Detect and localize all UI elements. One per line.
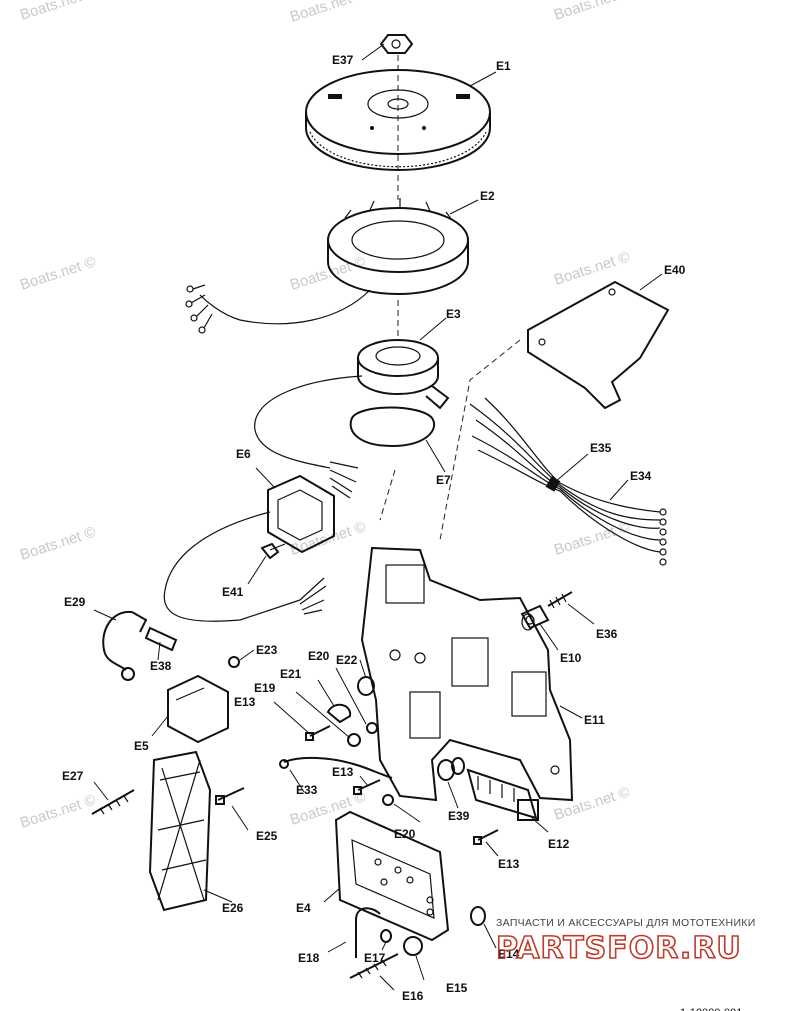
label-e29: E29 <box>64 595 86 609</box>
label-e39: E39 <box>448 809 470 823</box>
clamp-e21 <box>326 703 352 724</box>
branding-tagline: ЗАПЧАСТИ И АКСЕССУАРЫ ДЛЯ МОТОТЕХНИКИ <box>496 917 756 929</box>
switch-box-e4 <box>334 810 450 942</box>
label-e11: E11 <box>584 713 605 727</box>
label-e18: E18 <box>298 951 320 965</box>
watermark-text: Boats.net © <box>552 0 632 24</box>
label-e1: E1 <box>496 59 511 73</box>
spark-plug-lead-e29 <box>102 610 148 681</box>
label-e20: E20 <box>308 649 330 663</box>
grommet-e15 <box>403 936 423 956</box>
partsfor-branding: ЗАПЧАСТИ И АКСЕССУАРЫ ДЛЯ МОТОТЕХНИКИ PA… <box>495 917 756 967</box>
washer-e20 <box>366 722 378 734</box>
assembly-axis-line <box>379 55 521 541</box>
connector-e38 <box>144 626 178 652</box>
wire-e18 <box>355 907 381 958</box>
nut-e37 <box>379 34 414 54</box>
screw-e25 <box>215 787 245 805</box>
branding-logo-text: PARTSFOR.RU <box>496 931 742 966</box>
leader-lines <box>93 43 663 991</box>
label-e33: E33 <box>296 783 318 797</box>
trigger-e3 <box>254 339 450 499</box>
bolt-e41 <box>260 542 286 560</box>
bracket-e40 <box>527 280 670 410</box>
flywheel-e1 <box>305 69 491 171</box>
watermark-text: Boats.net © <box>18 0 98 24</box>
label-e27: E27 <box>62 769 84 783</box>
coil-bank-e26 <box>148 750 212 912</box>
label-e20: E20 <box>394 827 416 841</box>
watermark-text: Boats.net © <box>552 783 632 823</box>
label-e6: E6 <box>236 447 251 461</box>
label-e37: E37 <box>332 53 354 67</box>
nut-e19 <box>347 733 361 747</box>
label-e21: E21 <box>280 667 302 681</box>
label-e12: E12 <box>548 837 570 851</box>
ignition-coil-e5 <box>167 674 229 744</box>
label-e36: E36 <box>596 627 618 641</box>
label-e14: E14 <box>498 947 520 961</box>
bolt-e36 <box>547 591 573 609</box>
spacer-e10 <box>520 604 550 631</box>
label-e10: E10 <box>560 651 582 665</box>
label-e3: E3 <box>446 307 461 321</box>
label-e25: E25 <box>256 829 278 843</box>
part-labels: E37 E1 E2 E3 E40 E35 E34 E6 E7 E41 E36 E… <box>62 53 686 1003</box>
ring-e7 <box>349 406 435 448</box>
label-e2: E2 <box>480 189 495 203</box>
label-e22: E22 <box>336 653 358 667</box>
label-e26: E26 <box>222 901 244 915</box>
wire-harness-e34 <box>469 397 667 566</box>
bushing-e39 <box>437 757 465 781</box>
watermark-text: Boats.net © <box>552 518 632 558</box>
watermark-text: Boats.net © <box>288 0 368 26</box>
label-e7: E7 <box>436 473 451 487</box>
label-e40: E40 <box>664 263 686 277</box>
label-e17: E17 <box>364 951 386 965</box>
label-e13: E13 <box>234 695 256 709</box>
label-e19: E19 <box>254 681 276 695</box>
label-e13: E13 <box>498 857 520 871</box>
screw-e13 <box>353 779 381 795</box>
washer-e20 <box>382 794 394 806</box>
screw-e13 <box>473 829 499 845</box>
spacer-e14 <box>470 906 486 926</box>
watermark-text: Boats.net © <box>18 523 98 563</box>
screw-e27 <box>91 789 135 815</box>
watermarks: Boats.net © Boats.net © Boats.net © Boat… <box>18 0 632 832</box>
terminal-block-e12 <box>466 768 539 821</box>
watermark-text: Boats.net © <box>18 253 98 293</box>
stator-e2 <box>185 198 469 334</box>
label-e4: E4 <box>296 901 311 915</box>
nut-e23 <box>228 656 240 668</box>
washer-e17 <box>380 929 392 943</box>
label-e16: E16 <box>402 989 424 1003</box>
label-e35: E35 <box>590 441 612 455</box>
label-e13: E13 <box>332 765 354 779</box>
label-e38: E38 <box>150 659 172 673</box>
mounting-plate-e11 <box>360 546 574 802</box>
drawing-code: 1-10000-001 <box>680 1007 742 1011</box>
label-e41: E41 <box>222 585 244 599</box>
watermark-text: Boats.net © <box>18 791 98 831</box>
label-e15: E15 <box>446 981 468 995</box>
label-e23: E23 <box>256 643 278 657</box>
screw-e16 <box>349 953 399 979</box>
watermark-text: Boats.net © <box>552 248 632 288</box>
label-e34: E34 <box>630 469 652 483</box>
coil-e6 <box>163 474 335 622</box>
wire-e33 <box>279 756 393 779</box>
label-e5: E5 <box>134 739 149 753</box>
grommet-e22 <box>357 676 375 696</box>
